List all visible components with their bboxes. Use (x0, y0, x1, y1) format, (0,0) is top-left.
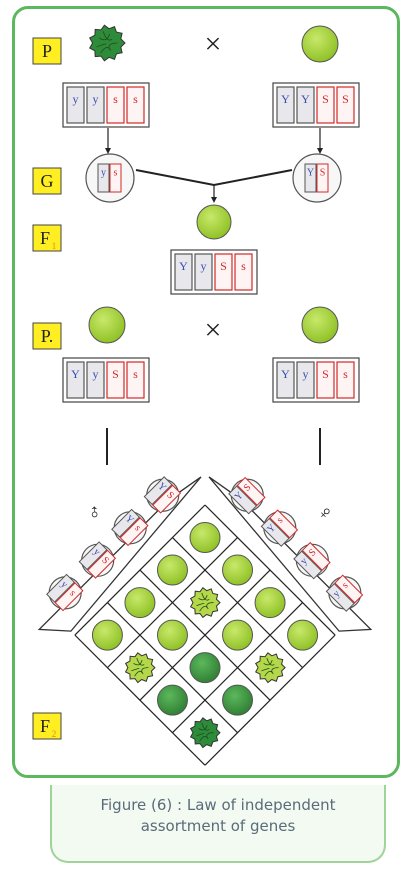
offspring-pea-0-2 (125, 588, 155, 618)
caption-line-2: assortment of genes (52, 816, 384, 837)
p2-right-genotype-allele-2: S (322, 367, 329, 381)
offspring-pea-3-1 (256, 653, 285, 683)
p2-right-genotype-allele-0: Y (281, 367, 290, 381)
label-p-text: P (42, 41, 52, 61)
label-f1-text: F (40, 228, 50, 248)
parent-genotype-yyss-allele-0: y (73, 92, 79, 106)
offspring-pea-1-3 (126, 653, 155, 683)
parent-round-yellow-pea (302, 26, 338, 62)
cross-symbol-p2: × (205, 314, 222, 347)
caption-line-1: Figure (6) : Law of independent (52, 795, 384, 816)
offspring-pea-3-3 (191, 718, 220, 748)
offspring-pea-0-1 (157, 555, 187, 585)
offspring-pea-1-1 (191, 588, 220, 618)
parent-genotype-YYSS-allele-1: Y (301, 92, 310, 106)
parent-genotype-yyss-allele-2: s (113, 92, 118, 106)
offspring-pea-2-2 (190, 653, 220, 683)
offspring-pea-0-3 (92, 620, 122, 650)
f1-round-yellow-pea (197, 205, 231, 239)
offspring-pea-2-1 (223, 620, 253, 650)
offspring-pea-3-0 (288, 620, 318, 650)
offspring-pea-1-0 (223, 555, 253, 585)
p2-right-pea (302, 307, 338, 343)
f1-genotype-YySs-allele-0: Y (179, 259, 188, 273)
p2-left-genotype-allele-2: S (112, 367, 119, 381)
p2-right-genotype-allele-3: s (343, 367, 348, 381)
offspring-pea-3-2 (223, 685, 253, 715)
label-f2-text: F (40, 716, 50, 736)
offspring-pea-2-0 (255, 588, 285, 618)
arrow-right-gamete-head (317, 148, 323, 154)
p2-left-genotype-allele-1: y (93, 367, 99, 381)
label-p: P (33, 38, 61, 64)
p2-right-genotype: YySs (273, 358, 359, 402)
p2-left-pea (89, 307, 125, 343)
f1-genotype-YySs-allele-2: S (220, 259, 227, 273)
f1-genotype-YySs-allele-3: s (241, 259, 246, 273)
gamete-left-ys-allele-0: y (101, 168, 106, 179)
arrow-left-gamete-head (105, 148, 111, 154)
gamete-right-YS-allele-1: S (320, 168, 326, 179)
parent-genotype-YYSS: YYSS (273, 83, 359, 127)
offspring-pea-2-3 (157, 685, 187, 715)
label-p2: P. (33, 323, 61, 349)
female-gamete-0: YS (225, 473, 270, 518)
label-g-text: G (41, 171, 54, 191)
figure-caption: Figure (6) : Law of independent assortme… (52, 795, 384, 837)
offspring-pea-3-3-outline (191, 718, 220, 748)
arrow-to-f1-head (211, 197, 217, 203)
gamete-left-ys-allele-1: s (114, 168, 118, 179)
p2-left-genotype-allele-0: Y (71, 367, 80, 381)
male-symbol: ♂ (82, 500, 108, 526)
cross-symbol-p: × (205, 28, 222, 61)
female-symbol: ♀ (312, 500, 338, 526)
gamete-right-YS-allele-0: Y (307, 168, 314, 179)
f1-genotype-YySs-allele-1: y (201, 259, 207, 273)
label-g: G (33, 168, 61, 194)
parent-genotype-yyss-allele-1: y (93, 92, 99, 106)
female-gamete-1: Ys (257, 505, 302, 550)
p2-right-genotype-allele-1: y (303, 367, 309, 381)
offspring-pea-0-0 (190, 523, 220, 553)
caption-box: Figure (6) : Law of independent assortme… (50, 785, 386, 863)
label-p2-text: P. (41, 326, 54, 346)
male-gamete-0: YS (140, 473, 185, 518)
male-gamete-1: Ys (108, 505, 153, 550)
label-f2-subscript: 2 (52, 729, 57, 739)
offspring-pea-1-2 (157, 620, 187, 650)
parent-genotype-YYSS-allele-3: S (342, 92, 349, 106)
parent-genotype-YYSS-allele-0: Y (281, 92, 290, 106)
p2-left-genotype-allele-3: s (133, 367, 138, 381)
parent-wrinkled-green-pea-outline (90, 25, 125, 61)
parent-genotype-YYSS-allele-2: S (322, 92, 329, 106)
parent-genotype-yyss-allele-3: s (133, 92, 138, 106)
fertilization-lines (136, 170, 292, 185)
offspring-pea-1-1-outline (191, 588, 220, 618)
offspring-pea-3-1-outline (256, 653, 285, 683)
parent-wrinkled-green-pea (90, 25, 125, 61)
label-f1-subscript: 1 (52, 241, 57, 251)
offspring-pea-1-3-outline (126, 653, 155, 683)
